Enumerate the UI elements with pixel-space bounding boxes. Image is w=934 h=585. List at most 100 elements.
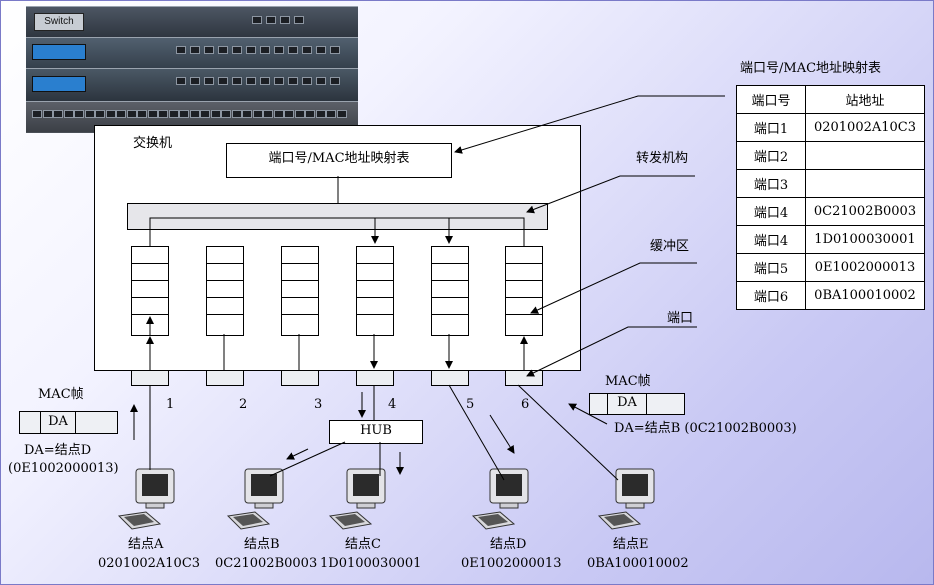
- port-number-4: 4: [388, 397, 397, 412]
- inner-mapping-table-label: 端口号/MAC地址映射表: [268, 151, 410, 166]
- computer-icon: [596, 466, 666, 531]
- port-number-1: 1: [166, 397, 175, 412]
- mapping-cell-address: 0C21002B0003: [805, 197, 925, 226]
- hub-label: HUB: [360, 423, 392, 438]
- port-number-6: 6: [521, 397, 530, 412]
- node-d-name: 结点D: [490, 537, 527, 552]
- port-box-3: [281, 370, 319, 386]
- switch-port: [260, 77, 270, 85]
- switch-port: [288, 77, 298, 85]
- port-number-2: 2: [239, 397, 248, 412]
- switch-port: [315, 110, 326, 118]
- switch-port: [288, 46, 298, 54]
- left-frame-dest-line1: DA=结点D: [24, 443, 92, 458]
- switch-port: [105, 110, 116, 118]
- table-row: 端口5 0E1002000013: [736, 253, 925, 282]
- node-c-mac: 1D0100030001: [320, 556, 422, 571]
- port-box-4: [356, 370, 394, 386]
- node-e-name: 结点E: [613, 537, 649, 552]
- right-frame-dest: DA=结点B (0C21002B0003): [614, 421, 797, 436]
- switch-port: [274, 77, 284, 85]
- port-box-1: [131, 370, 169, 386]
- switch-port: [294, 16, 304, 24]
- mapping-cell-port: 端口6: [736, 281, 806, 310]
- switch-port: [246, 77, 256, 85]
- switch-port: [190, 77, 200, 85]
- switch-port: [221, 110, 231, 118]
- table-row: 端口6 0BA100010002: [736, 281, 925, 310]
- node-a-mac: 0201002A10C3: [98, 556, 201, 571]
- port-number-5: 5: [466, 397, 475, 412]
- port-box-6: [505, 370, 543, 386]
- buffer-port-3: [281, 246, 319, 336]
- mapping-table-title: 端口号/MAC地址映射表: [740, 61, 882, 76]
- left-frame-dest-line2: (0E1002000013): [8, 461, 119, 476]
- switch-port: [273, 110, 284, 118]
- mapping-cell-address: 0BA100010002: [805, 281, 925, 310]
- switch-port: [252, 110, 263, 118]
- switch-port: [200, 110, 210, 118]
- mapping-header-port: 端口号: [736, 85, 806, 114]
- switch-port: [53, 110, 63, 118]
- buffer-port-5: [431, 246, 469, 336]
- node-b-mac: 0C21002B0003: [215, 556, 318, 571]
- switch-port: [280, 16, 290, 24]
- switch-port: [284, 110, 294, 118]
- port-callout-label: 端口: [667, 311, 694, 326]
- table-row: 端口1 0201002A10C3: [736, 113, 925, 142]
- switch-unit-1: Switch: [26, 6, 358, 38]
- inner-mapping-table-box: [226, 143, 452, 178]
- switch-port: [330, 46, 340, 54]
- switch-port: [330, 77, 340, 85]
- table-row: 端口3: [736, 169, 925, 198]
- switch-port: [246, 46, 256, 54]
- switch-port: [176, 77, 186, 85]
- switch-port: [126, 110, 137, 118]
- switch-port: [218, 77, 228, 85]
- hub-box: [329, 420, 423, 444]
- table-row: 端口2: [736, 141, 925, 170]
- mapping-cell-address: 0201002A10C3: [805, 113, 925, 142]
- computer-icon: [327, 466, 397, 531]
- switch-led-panel-2: [32, 76, 86, 92]
- computer-icon: [225, 466, 295, 531]
- switch-port: [231, 110, 242, 118]
- mapping-cell-port: 端口4: [736, 197, 806, 226]
- mapping-cell-address: 0E1002000013: [805, 253, 925, 282]
- node-d-mac: 0E1002000013: [461, 556, 562, 571]
- switch-port: [336, 110, 347, 118]
- forwarding-bar: [127, 203, 548, 230]
- node-e-mac: 0BA100010002: [587, 556, 689, 571]
- computer-icon: [470, 466, 540, 531]
- switch-port: [274, 46, 284, 54]
- computer-icon: [116, 466, 186, 531]
- switch-port: [74, 110, 84, 118]
- switch-port: [204, 77, 214, 85]
- mapping-table: 端口号 站地址 端口1 0201002A10C3 端口2 端口3 端口4 0C2…: [736, 85, 925, 310]
- switch-photo: Switch: [26, 6, 358, 133]
- switch-port: [168, 110, 179, 118]
- port-box-2: [206, 370, 244, 386]
- forwarding-callout-label: 转发机构: [636, 151, 689, 166]
- buffer-port-6: [505, 246, 543, 336]
- buffer-callout-label: 缓冲区: [650, 239, 690, 254]
- switch-port: [95, 110, 105, 118]
- switch-port: [294, 110, 305, 118]
- left-frame-da-text: DA: [48, 414, 68, 429]
- mapping-cell-address: [805, 169, 925, 198]
- mapping-cell-port: 端口1: [736, 113, 806, 142]
- right-frame-label: MAC帧: [605, 374, 651, 389]
- switch-port: [252, 16, 262, 24]
- switch-port: [316, 77, 326, 85]
- right-frame-da-text: DA: [617, 395, 637, 410]
- switch-port: [232, 46, 242, 54]
- switch-led-panel: [32, 44, 86, 60]
- switch-port: [232, 77, 242, 85]
- switch-port: [42, 110, 53, 118]
- node-a-name: 结点A: [128, 537, 164, 552]
- buffer-port-2: [206, 246, 244, 336]
- table-row: 端口4 0C21002B0003: [736, 197, 925, 226]
- node-c-name: 结点C: [345, 537, 381, 552]
- switch-port: [190, 46, 200, 54]
